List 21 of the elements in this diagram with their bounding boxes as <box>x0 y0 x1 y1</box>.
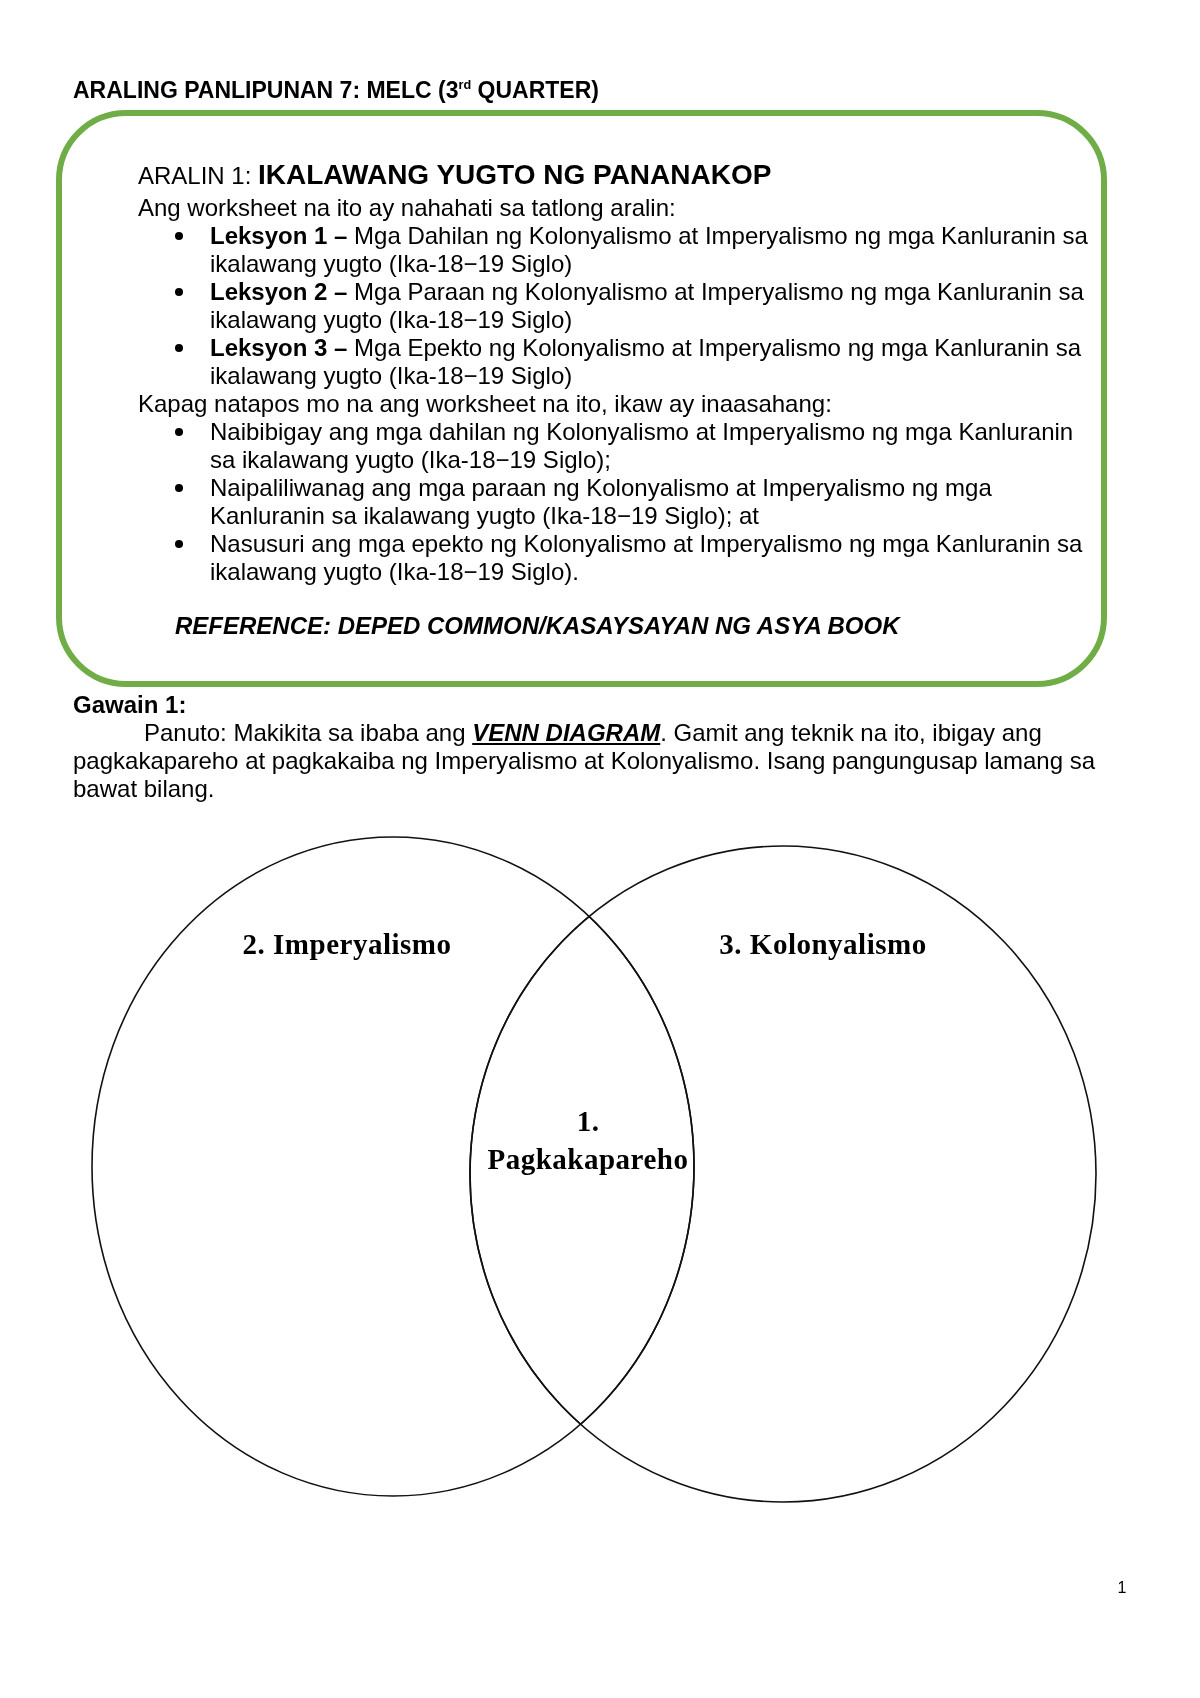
page-number: 1 <box>1116 1578 1128 1598</box>
reference-text: REFERENCE: DEPED COMMON/KASAYSAYAN NG ASYA BOOK <box>175 612 900 640</box>
list-item-text: Leksyon 1 – Mga Dahilan ng Kolonyalismo at Imperyalismo ng mga Kanluranin sa ikalawang yugto (Ika-18−19 Siglo) <box>210 222 1089 278</box>
page-title: ARALING PANLIPUNAN 7: MELC (3$^{rd}$ QUARTER) <box>73 76 599 104</box>
circle-label: 2. Imperyalismo <box>242 927 452 962</box>
rounded-panel <box>56 110 1107 687</box>
overlap-region <box>470 917 694 1424</box>
circle-label: 3. Kolonyalismo <box>719 927 927 962</box>
intro-text: Kapag natapos mo na ang worksheet na ito, ikaw ay inaasahang: <box>138 390 833 418</box>
list-item-text: Naipaliliwanag ang mga paraan ng Kolonyalismo at Imperyalismo ng mga Kanluranin sa ikalawang yugto (Ika-18−19 Siglo); at <box>210 474 993 530</box>
region-label: 1. Pagkakapareho <box>486 1104 690 1177</box>
venn-circle <box>469 845 1097 1503</box>
list-item-text: Leksyon 2 – Mga Paraan ng Kolonyalismo at Imperyalismo ng mga Kanluranin sa ikalawang yugto (Ika-18−19 Siglo) <box>210 278 1085 334</box>
list-item-text: Nasusuri ang mga epekto ng Kolonyalismo at Imperyalismo ng mga Kanluranin sa ikalawang yugto (Ika-18−19 Siglo). <box>210 530 1084 586</box>
list-item-text: Leksyon 3 – Mga Epekto ng Kolonyalismo at Imperyalismo ng mga Kanluranin sa ikalawang yugto (Ika-18−19 Siglo) <box>210 334 1083 390</box>
intro-text: Ang worksheet na ito ay nahahati sa tatlong aralin: <box>138 194 677 222</box>
activity-heading: Gawain 1: <box>73 691 187 719</box>
venn-circle <box>91 836 695 1497</box>
lesson-heading: ARALIN 1: IKALAWANG YUGTO NG PANANAKOP <box>138 158 773 192</box>
list-item-text: Naibibigay ang mga dahilan ng Kolonyalismo at Imperyalismo ng mga Kanluranin sa ikalawang yugto (Ika-18−19 Siglo); <box>210 418 1075 474</box>
instruction-text: Panuto: Makikita sa ibaba ang VENN DIAGRAM. Gamit ang teknik na ito, ibigay ang pagkakapareho at pagkakaiba ng Imperyalismo at Kolonyalismo. Isang pangungusap lamang sa bawat bilang. <box>73 719 1096 803</box>
